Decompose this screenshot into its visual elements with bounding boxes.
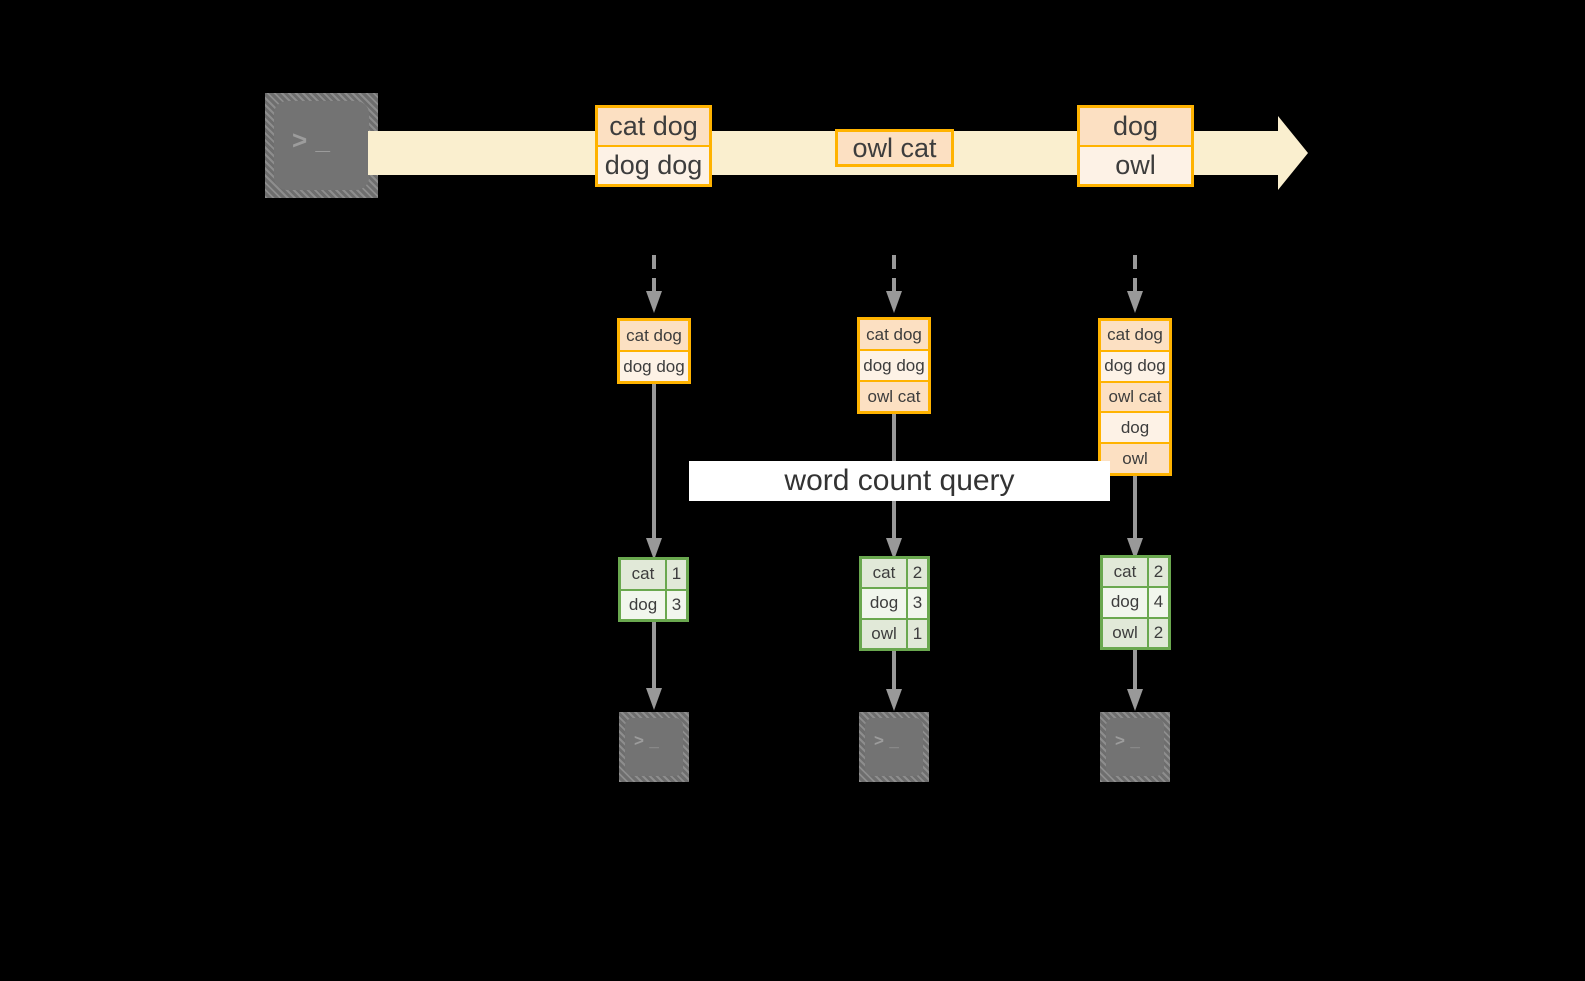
sink-arrow-1: [645, 622, 663, 714]
source-terminal-icon: > _: [265, 93, 378, 198]
result-word: cat: [1103, 558, 1149, 587]
query-label: word count query: [689, 461, 1110, 501]
sink-terminal-icon-1: > _: [619, 712, 689, 782]
table-row: dog 3: [621, 590, 686, 619]
result-word: dog: [862, 589, 908, 618]
table-row: owl 2: [1103, 618, 1168, 647]
input-row: dog: [1101, 413, 1169, 445]
result-word: owl: [862, 619, 908, 648]
input-row: owl: [1101, 444, 1169, 473]
input-row: owl cat: [860, 382, 928, 411]
terminal-prompt-glyph: > _: [874, 731, 900, 750]
input-row: cat dog: [860, 320, 928, 351]
input-row: cat dog: [620, 321, 688, 352]
terminal-prompt-glyph: > _: [634, 731, 660, 750]
result-count: 2: [1153, 622, 1164, 642]
result-count: 1: [912, 623, 923, 643]
terminal-screen: [274, 101, 369, 190]
input-row: owl cat: [1101, 382, 1169, 414]
terminal-screen: [625, 718, 683, 776]
unbounded-input-table-1: cat dog dog dog: [617, 318, 691, 384]
stream-batch-3-line-2: owl: [1080, 147, 1191, 184]
input-row: cat dog: [1101, 321, 1169, 352]
trigger-arrow-1: [645, 255, 663, 317]
result-count: 2: [912, 563, 923, 583]
unbounded-input-table-2: cat dog dog dog owl cat: [857, 317, 931, 414]
result-word: cat: [862, 559, 908, 588]
query-arrow-1: [645, 382, 663, 564]
stream-batch-2: owl cat: [835, 129, 954, 167]
table-row: dog 4: [1103, 588, 1168, 619]
result-count: 2: [1153, 562, 1164, 582]
result-count: 3: [912, 593, 923, 613]
terminal-screen: [1106, 718, 1164, 776]
input-row: dog dog: [1101, 351, 1169, 383]
terminal-prompt-glyph: > _: [1115, 731, 1141, 750]
sink-arrow-3: [1126, 650, 1144, 714]
sink-terminal-icon-3: > _: [1100, 712, 1170, 782]
result-table-1: cat 1 dog 3: [618, 557, 689, 622]
terminal-prompt-glyph: > _: [292, 125, 331, 155]
result-word: dog: [621, 590, 667, 619]
result-count: 1: [671, 564, 682, 584]
result-table-3: cat 2 dog 4 owl 2: [1100, 555, 1171, 650]
stream-batch-1-line-1: cat dog: [598, 108, 709, 147]
query-label-text: word count query: [784, 464, 1015, 497]
stream-batch-3: dog owl: [1077, 105, 1194, 187]
input-row: dog dog: [860, 351, 928, 382]
input-row: dog dog: [620, 352, 688, 381]
stream-batch-1-line-2: dog dog: [598, 147, 709, 184]
result-word: owl: [1103, 618, 1149, 647]
stream-batch-3-line-1: dog: [1080, 108, 1191, 147]
trigger-arrow-3: [1126, 255, 1144, 317]
table-row: dog 3: [862, 589, 927, 620]
table-row: cat 1: [621, 560, 686, 591]
sink-arrow-2: [885, 651, 903, 714]
sink-terminal-icon-2: > _: [859, 712, 929, 782]
result-count: 3: [671, 594, 682, 614]
stream-batch-2-line-1: owl cat: [838, 132, 951, 164]
result-table-2: cat 2 dog 3 owl 1: [859, 556, 930, 651]
query-arrow-3: [1126, 474, 1144, 564]
trigger-arrow-2: [885, 255, 903, 317]
table-row: cat 2: [1103, 558, 1168, 589]
stream-batch-1: cat dog dog dog: [595, 105, 712, 187]
table-row: cat 2: [862, 559, 927, 590]
terminal-screen: [865, 718, 923, 776]
result-count: 4: [1153, 592, 1164, 612]
table-row: owl 1: [862, 619, 927, 648]
result-word: cat: [621, 560, 667, 589]
result-word: dog: [1103, 588, 1149, 617]
unbounded-input-table-3: cat dog dog dog owl cat dog owl: [1098, 318, 1172, 476]
